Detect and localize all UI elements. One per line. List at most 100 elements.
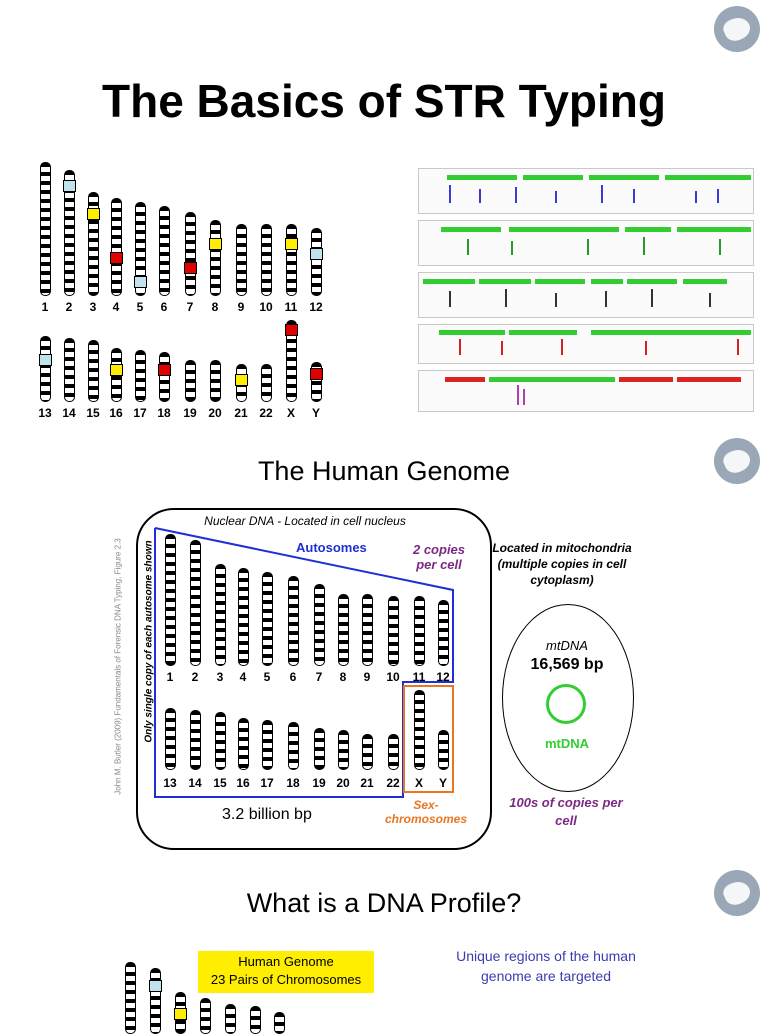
allele-peak bbox=[737, 339, 739, 355]
mitochondrion-outline bbox=[502, 604, 634, 792]
chromosome-label: 9 bbox=[363, 670, 371, 684]
chromosome-label: 1 bbox=[41, 300, 49, 314]
mt-copies-label: 100s of copies per cell bbox=[509, 795, 623, 828]
str-marker bbox=[285, 324, 298, 336]
chromosome-label: X bbox=[414, 776, 423, 790]
chromosome-label: 17 bbox=[133, 406, 147, 420]
chromosome-label: 15 bbox=[213, 776, 227, 790]
str-marker bbox=[87, 208, 100, 220]
marker-range-bar bbox=[445, 377, 485, 382]
allele-peak bbox=[587, 239, 589, 255]
chromosome-21 bbox=[362, 734, 373, 770]
marker-range-bar bbox=[523, 175, 583, 180]
chromosome-15 bbox=[88, 340, 99, 402]
chromosome-12 bbox=[311, 228, 322, 296]
nuclear-dna-label: Nuclear DNA - Located in cell nucleus bbox=[204, 514, 406, 528]
chromosome-8 bbox=[338, 594, 349, 666]
copies-label: 2 copies per cell bbox=[412, 542, 466, 572]
chromosome-1 bbox=[165, 534, 176, 666]
chromosome-label: 12 bbox=[309, 300, 323, 314]
egram-panel-red bbox=[418, 324, 754, 364]
chromosome-4 bbox=[238, 568, 249, 666]
allele-peak bbox=[479, 189, 481, 203]
chromosome-20 bbox=[338, 730, 349, 770]
chromosome-6 bbox=[288, 576, 299, 666]
allele-peak bbox=[633, 189, 635, 203]
chromosome-label: 18 bbox=[157, 406, 171, 420]
str-marker bbox=[310, 248, 323, 260]
marker-range-bar bbox=[677, 227, 751, 232]
allele-peak bbox=[643, 237, 645, 255]
chromosome-22 bbox=[261, 364, 272, 402]
chromosome-label: 21 bbox=[360, 776, 374, 790]
chromosome-label: 7 bbox=[186, 300, 194, 314]
chromosome-label: 13 bbox=[38, 406, 52, 420]
str-marker bbox=[110, 364, 123, 376]
str-marker bbox=[39, 354, 52, 366]
str-marker bbox=[149, 980, 162, 992]
chromosome-y bbox=[438, 730, 449, 770]
str-marker bbox=[174, 1008, 187, 1020]
chromosome-label: 8 bbox=[339, 670, 347, 684]
chromosome-10 bbox=[388, 596, 399, 666]
str-marker bbox=[63, 180, 76, 192]
allele-peak bbox=[459, 339, 461, 355]
chromosome-13 bbox=[165, 708, 176, 770]
chromosome-label: 20 bbox=[208, 406, 222, 420]
chromosome-label: 6 bbox=[160, 300, 168, 314]
chromosome-label: 7 bbox=[315, 670, 323, 684]
chromosome-4 bbox=[200, 998, 211, 1034]
str-marker bbox=[158, 364, 171, 376]
institute-logo-icon bbox=[714, 6, 760, 52]
chromosome-19 bbox=[185, 360, 196, 402]
marker-range-bar bbox=[441, 227, 501, 232]
chromosome-label: X bbox=[286, 406, 295, 420]
chromosome-11 bbox=[414, 596, 425, 666]
allele-peak bbox=[605, 291, 607, 307]
allele-peak bbox=[645, 341, 647, 355]
allele-peak bbox=[515, 187, 517, 203]
chromosome-6 bbox=[250, 1006, 261, 1034]
allele-peak bbox=[511, 241, 513, 255]
allele-peak bbox=[449, 185, 451, 203]
chromosome-10 bbox=[261, 224, 272, 296]
chromosome-17 bbox=[135, 350, 146, 402]
chromosome-19 bbox=[314, 728, 325, 770]
chromosome-5 bbox=[225, 1004, 236, 1034]
chromosome-7 bbox=[185, 212, 196, 296]
marker-range-bar bbox=[591, 279, 623, 284]
chromosome-label: 4 bbox=[112, 300, 120, 314]
str-marker bbox=[235, 374, 248, 386]
chromosome-label: 2 bbox=[65, 300, 73, 314]
chromosome-label: 10 bbox=[259, 300, 273, 314]
allele-peak bbox=[651, 289, 653, 307]
chromosome-label: 22 bbox=[259, 406, 273, 420]
marker-range-bar bbox=[509, 330, 577, 335]
allele-peak bbox=[501, 341, 503, 355]
marker-range-bar bbox=[423, 279, 475, 284]
mito-location-text: Located in mitochondria (multiple copies… bbox=[492, 541, 632, 587]
allele-peak bbox=[717, 189, 719, 203]
chromosome-label: 6 bbox=[289, 670, 297, 684]
chromosome-label: 18 bbox=[286, 776, 300, 790]
str-marker bbox=[184, 262, 197, 274]
allele-peak bbox=[555, 191, 557, 203]
chromosome-label: 15 bbox=[86, 406, 100, 420]
institute-logo-icon bbox=[714, 438, 760, 484]
chromosome-2 bbox=[190, 540, 201, 666]
str-marker bbox=[134, 276, 147, 288]
institute-logo-icon bbox=[714, 870, 760, 916]
genome-size: 3.2 billion bp bbox=[222, 806, 312, 823]
chromosome-label: 11 bbox=[284, 300, 298, 314]
chromosome-label: 16 bbox=[236, 776, 250, 790]
genome-box-line1: Human Genome bbox=[238, 954, 334, 969]
chromosome-16 bbox=[238, 718, 249, 770]
chromosome-label: 19 bbox=[183, 406, 197, 420]
marker-range-bar bbox=[535, 279, 585, 284]
marker-range-bar bbox=[625, 227, 671, 232]
str-marker bbox=[209, 238, 222, 250]
marker-range-bar bbox=[665, 175, 751, 180]
allele-peak bbox=[561, 339, 563, 355]
nucleus-outline bbox=[136, 508, 492, 850]
